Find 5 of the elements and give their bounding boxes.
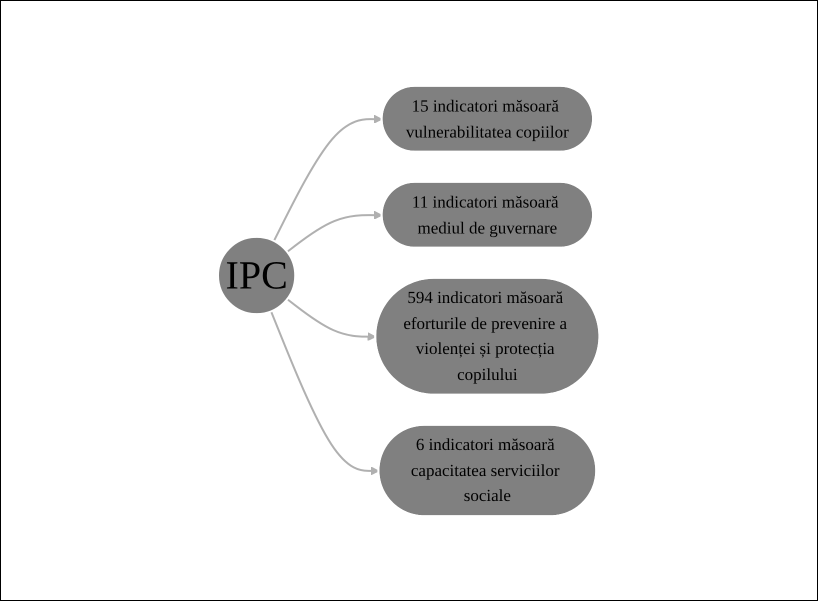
- arrow: [286, 298, 376, 341]
- node-circle: IPC: [217, 235, 297, 315]
- arrow: [286, 210, 383, 252]
- arrow: [270, 310, 380, 475]
- arrow: [273, 114, 383, 241]
